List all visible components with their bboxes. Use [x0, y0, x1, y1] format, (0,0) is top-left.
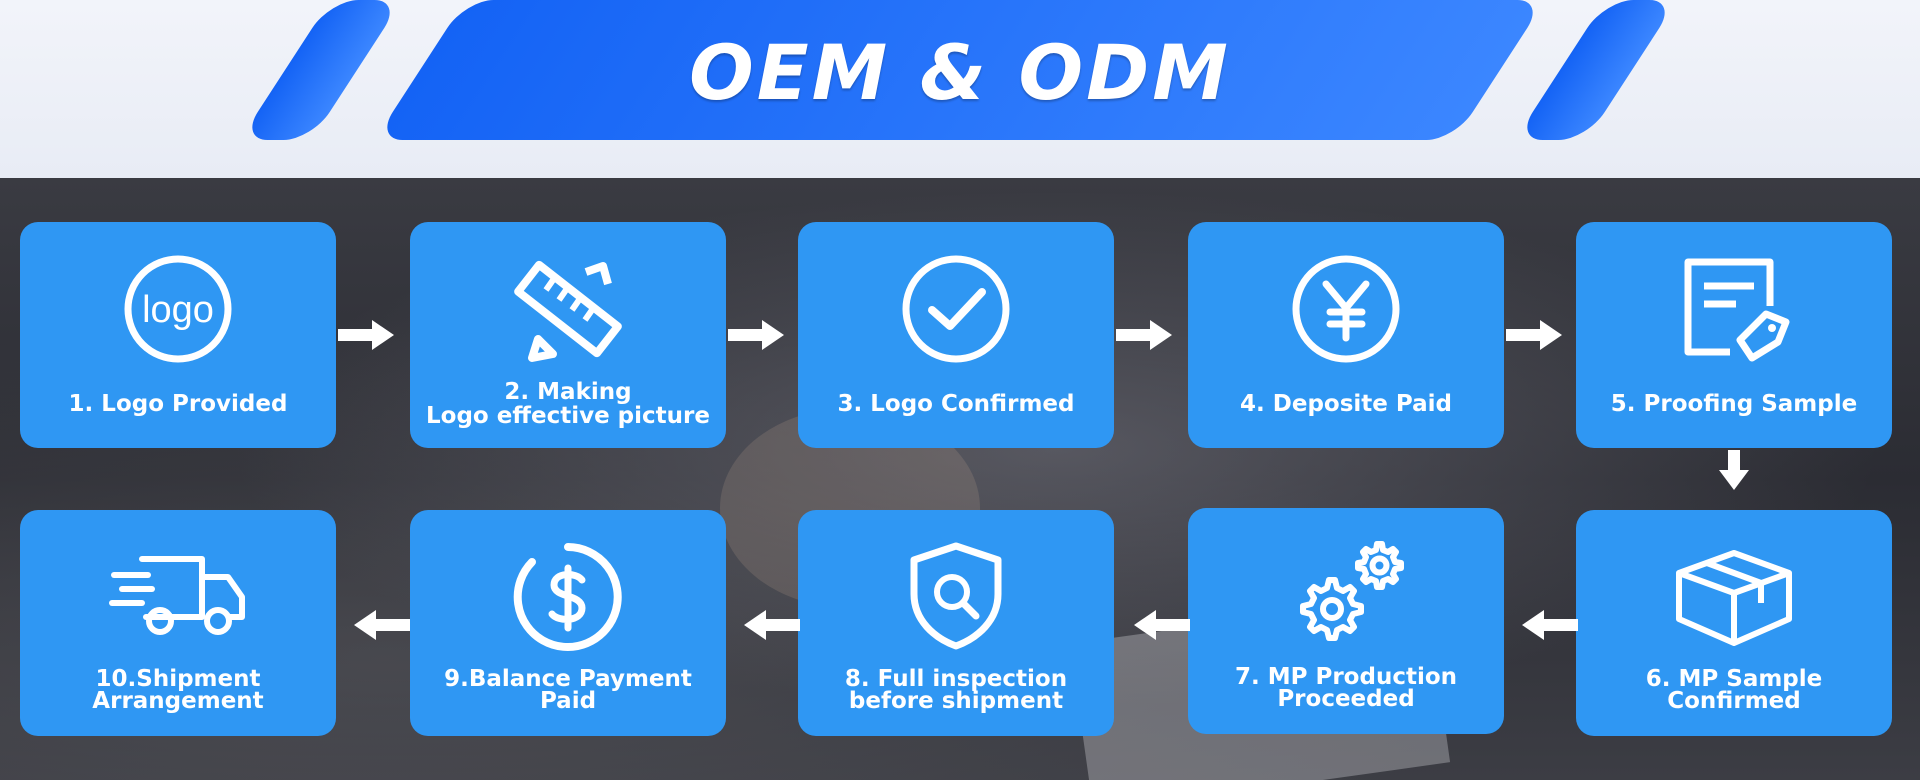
arrow-left-2: [1134, 610, 1190, 640]
arrow-right-4: [1506, 320, 1562, 350]
step-card-8: 8. Full inspection before shipment: [798, 510, 1114, 736]
step-label-5: 5. Proofing Sample: [1610, 391, 1858, 417]
shield-search-icon: [886, 542, 1026, 652]
step-card-7: 7. MP Production Proceeded: [1188, 508, 1504, 734]
arrow-right-1: [338, 320, 394, 350]
step-label-3: 3. Logo Confirmed: [837, 391, 1075, 417]
step-label-9: 9.Balance Payment Paid: [444, 666, 692, 714]
step-label-1: 1. Logo Provided: [68, 391, 288, 417]
check-circle-icon: [886, 254, 1026, 364]
step-card-3: 3. Logo Confirmed: [798, 222, 1114, 448]
dollar-circle-icon: [498, 542, 638, 652]
step-card-9: 9.Balance Payment Paid: [410, 510, 726, 736]
step-label-8: 8. Full inspection before shipment: [844, 666, 1068, 714]
step-card-5: 5. Proofing Sample: [1576, 222, 1892, 448]
page-title: OEM & ODM: [689, 28, 1231, 117]
step-card-2: 2. Making Logo effective picture: [410, 222, 726, 448]
logo-icon-text: logo: [142, 289, 214, 331]
gears-icon: [1276, 540, 1416, 650]
document-tag-icon: [1664, 254, 1804, 364]
ruler-pencil-icon: [498, 254, 638, 364]
step-card-6: 6. MP Sample Confirmed: [1576, 510, 1892, 736]
arrow-left-1: [1522, 610, 1578, 640]
step-card-10: 10.Shipment Arrangement: [20, 510, 336, 736]
step-label-2: 2. Making Logo effective picture: [426, 379, 710, 429]
arrow-down: [1719, 450, 1749, 490]
step-label-10: 10.Shipment Arrangement: [92, 666, 264, 714]
arrow-left-4: [354, 610, 410, 640]
step-label-7: 7. MP Production Proceeded: [1234, 664, 1458, 712]
step-label-4: 4. Deposite Paid: [1240, 391, 1452, 417]
arrow-right-3: [1116, 320, 1172, 350]
arrow-left-3: [744, 610, 800, 640]
header-band: OEM & ODM: [0, 0, 1920, 178]
box-icon: [1664, 542, 1804, 652]
arrow-right-2: [728, 320, 784, 350]
step-card-1: logo 1. Logo Provided: [20, 222, 336, 448]
logo-circle-icon: logo: [108, 254, 248, 364]
step-label-6: 6. MP Sample Confirmed: [1645, 666, 1823, 714]
step-card-4: 4. Deposite Paid: [1188, 222, 1504, 448]
yen-circle-icon: [1276, 254, 1416, 364]
delivery-truck-icon: [108, 542, 248, 652]
